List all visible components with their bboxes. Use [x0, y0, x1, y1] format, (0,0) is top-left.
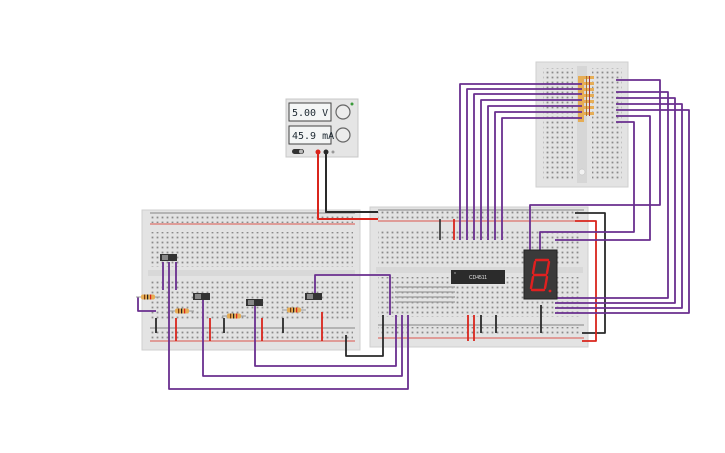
- ic-chip[interactable]: CD4511: [451, 270, 505, 284]
- resistor[interactable]: [222, 313, 246, 319]
- voltage-readout: 5.00 V: [292, 108, 328, 119]
- slide-switch[interactable]: [305, 293, 322, 300]
- resistor[interactable]: [282, 307, 306, 313]
- power-supply[interactable]: 5.00 V 45.9 mA: [285, 98, 359, 158]
- slide-switch[interactable]: [246, 299, 263, 306]
- ic-label: CD4511: [469, 275, 487, 281]
- seven-segment-display[interactable]: [523, 249, 558, 300]
- slide-switch[interactable]: [193, 293, 210, 300]
- current-readout: 45.9 mA: [292, 131, 334, 142]
- wires[interactable]: [137, 79, 690, 390]
- resistor[interactable]: [136, 294, 160, 300]
- resistor[interactable]: [170, 308, 194, 314]
- slide-switch[interactable]: [160, 254, 177, 261]
- switch-icon[interactable]: [292, 149, 304, 154]
- resistor-array[interactable]: [578, 76, 594, 122]
- knob-icon[interactable]: [335, 127, 351, 143]
- knob-icon[interactable]: [335, 104, 351, 120]
- left-breadboard[interactable]: [141, 209, 361, 351]
